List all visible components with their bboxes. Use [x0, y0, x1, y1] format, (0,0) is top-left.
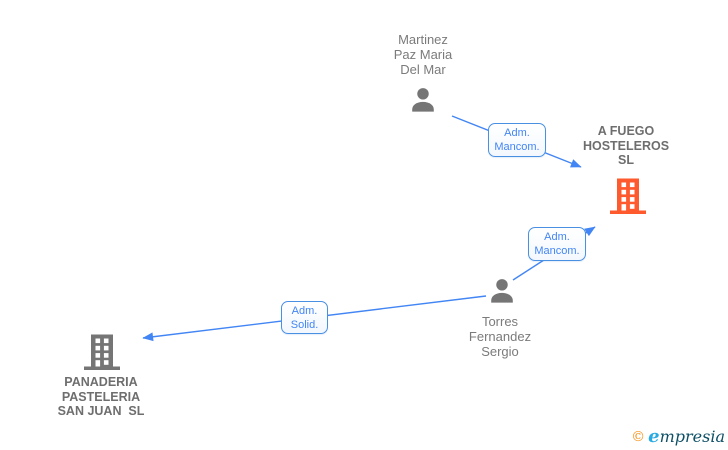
- edge-label-adm-mancom-torres: Adm. Mancom.: [528, 227, 586, 261]
- edge-label-adm-solid-torres: Adm. Solid.: [281, 301, 328, 334]
- node-label-panaderia-pasteleria-san-juan-sl[interactable]: PANADERIA PASTELERIA SAN JUAN SL: [57, 375, 145, 418]
- building-icon-gray[interactable]: [82, 332, 122, 372]
- empresia-logo-first-letter: e: [648, 426, 660, 447]
- node-label-a-fuego-hosteleros-sl[interactable]: A FUEGO HOSTELEROS SL: [582, 124, 670, 167]
- node-label-martinez-paz-maria-del-mar[interactable]: Martinez Paz Maria Del Mar: [393, 32, 453, 77]
- person-icon[interactable]: [486, 276, 518, 308]
- building-icon-orange[interactable]: [608, 176, 648, 216]
- empresia-watermark: ©empresia: [631, 427, 725, 447]
- edge-label-adm-mancom-martinez: Adm. Mancom.: [488, 123, 546, 157]
- empresia-logo-text: mpresia: [659, 427, 725, 446]
- person-icon[interactable]: [407, 85, 439, 117]
- node-label-torres-fernandez-sergio[interactable]: Torres Fernandez Sergio: [468, 314, 532, 359]
- copyright-icon: ©: [631, 429, 646, 445]
